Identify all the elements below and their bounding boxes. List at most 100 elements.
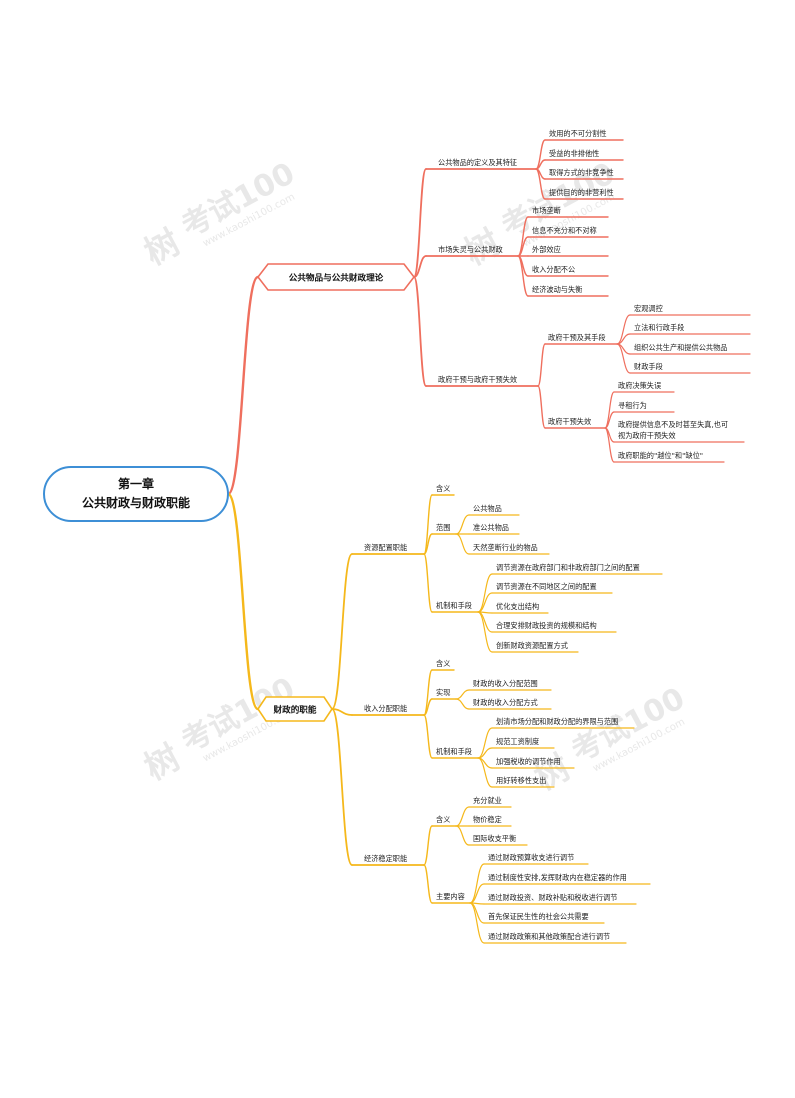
root-node-frame [43, 466, 229, 522]
leaf-label: 通过财政投资、财政补贴和税收进行调节 [488, 893, 617, 902]
leaf-label: 市场垄断 [532, 206, 561, 215]
connector-line [537, 343, 546, 387]
connector-line [604, 411, 615, 429]
connector-line [423, 864, 433, 904]
branch-node-frame [256, 263, 416, 291]
connector-line [226, 492, 260, 711]
connector-line [413, 255, 427, 278]
leaf-label: 创新财政资源配置方式 [496, 641, 568, 650]
leaf-label: 立法和行政手段 [634, 323, 684, 332]
leaf-label: 合理安排财政投资的规模和结构 [496, 621, 597, 630]
leaf-label: 加强税收的调节作用 [496, 757, 561, 766]
branch-node-public-goods[interactable]: 公共物品与公共财政理论 [256, 263, 416, 291]
connector-line [423, 553, 433, 613]
connector-line [413, 276, 427, 387]
leaf-label: 政府决策失误 [618, 381, 661, 390]
leaf-label: 用好转移性支出 [496, 776, 546, 785]
connector-line [455, 825, 470, 846]
connector-line [455, 533, 470, 555]
watermark-3: 树 考试100 www.kaoshi100.com [138, 671, 301, 789]
connector-line [477, 757, 493, 788]
branch-node-fiscal-functions[interactable]: 财政的职能 [257, 696, 333, 722]
connector-line [517, 255, 529, 297]
branch-label-fiscal-functions: 财政的职能 [273, 704, 317, 716]
leaf-label: 通过财政政策和其他政策配合进行调节 [488, 932, 610, 941]
connector-line [423, 714, 433, 759]
leaf-label: 天然垄断行业的物品 [473, 543, 538, 552]
connector-line [455, 698, 470, 710]
watermark-logo-glyph: 树 [138, 222, 187, 273]
leaf-label: 调节资源在政府部门和非政府部门之间的配置 [496, 563, 640, 572]
leaf-label: 受益的非排他性 [549, 149, 599, 158]
branch-node-frame [257, 696, 333, 722]
root-title-line1: 第一章 [118, 476, 154, 491]
watermark-1: 树 考试100 www.kaoshi100.com [138, 156, 301, 274]
node-label: 政府干预及其手段 [548, 333, 606, 342]
connector-line [226, 275, 260, 496]
node-label: 机制和手段 [436, 747, 472, 756]
connector-line [331, 553, 353, 710]
leaf-label: 划清市场分配和财政分配的界限与范围 [496, 717, 618, 726]
leaf-label: 国际收支平衡 [473, 834, 516, 843]
leaf-label: 经济波动与失衡 [532, 285, 582, 294]
node-label: 政府干预失效 [548, 417, 591, 426]
leaf-label: 效用的不可分割性 [549, 129, 607, 138]
leaf-label: 规范工资制度 [496, 737, 539, 746]
leaf-label: 通过制度性安排,发挥财政内在稳定器的作用 [488, 873, 627, 882]
watermark-logo-glyph: 树 [528, 747, 577, 798]
leaf-label: 财政的收入分配方式 [473, 698, 538, 707]
node-label: 实现 [436, 688, 450, 697]
leaf-label: 组织公共生产和提供公共物品 [634, 343, 727, 352]
connector-line [455, 806, 470, 827]
leaf-label: 政府职能的"越位"和"缺位" [618, 451, 703, 460]
leaf-label: 收入分配不公 [532, 265, 575, 274]
connector-lines [226, 139, 751, 944]
connector-line [604, 427, 615, 463]
node-label: 公共物品的定义及其特征 [438, 158, 517, 167]
node-label: 机制和手段 [436, 601, 472, 610]
leaf-label: 政府提供信息不及时甚至失真,也可 [618, 420, 728, 429]
node-label: 资源配置职能 [364, 543, 407, 552]
branch-label-public-goods: 公共物品与公共财政理论 [289, 272, 384, 284]
leaf-label: 视为政府干预失效 [618, 431, 676, 440]
watermark-4: 树 考试100 www.kaoshi100.com [528, 681, 691, 799]
connector-line [537, 385, 546, 429]
node-label: 含义 [436, 484, 450, 493]
root-title-line2: 公共财政与财政职能 [82, 495, 190, 510]
connector-line [469, 902, 485, 944]
connector-line [423, 698, 433, 716]
node-label: 收入分配职能 [364, 704, 407, 713]
leaf-label: 首先保证民生性的社会公共需要 [488, 912, 589, 921]
node-label: 经济稳定职能 [364, 854, 407, 863]
node-label: 范围 [436, 523, 450, 532]
node-label: 含义 [436, 815, 450, 824]
node-label: 政府干预与政府干预失效 [438, 375, 517, 384]
leaf-label: 物价稳定 [473, 815, 502, 824]
connector-line [535, 168, 546, 200]
connector-line [604, 391, 615, 429]
leaf-label: 信息不充分和不对称 [532, 226, 597, 235]
leaf-label: 提供目的的非营利性 [549, 188, 614, 197]
root-node[interactable]: 第一章 公共财政与财政职能 [43, 466, 229, 522]
connector-line [469, 863, 485, 904]
leaf-label: 寻租行为 [618, 401, 647, 410]
watermark-logo-glyph: 树 [138, 737, 187, 788]
leaf-label: 通过财政预算收支进行调节 [488, 853, 574, 862]
connector-line [469, 883, 485, 904]
leaf-label: 优化支出结构 [496, 602, 539, 611]
connector-line [455, 689, 470, 700]
leaf-label: 准公共物品 [473, 523, 509, 532]
leaf-label: 财政手段 [634, 362, 663, 371]
leaf-label: 调节资源在不同地区之间的配置 [496, 582, 597, 591]
connector-line [423, 533, 433, 555]
leaf-label: 财政的收入分配范围 [473, 679, 538, 688]
connector-line [455, 514, 470, 535]
leaf-label: 公共物品 [473, 504, 502, 513]
connector-line [423, 825, 433, 866]
connector-line [477, 611, 493, 653]
node-label: 主要内容 [436, 892, 465, 901]
leaf-label: 宏观调控 [634, 304, 663, 313]
leaf-label: 充分就业 [473, 796, 502, 805]
connector-line [331, 708, 353, 716]
